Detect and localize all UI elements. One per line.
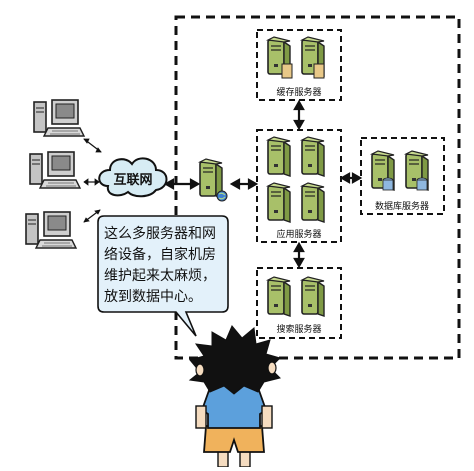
cache-server-icon: [267, 36, 325, 79]
cloud-icon: [98, 157, 168, 198]
app-servers-label: 应用服务器: [276, 228, 321, 240]
db-server-icon: [371, 150, 429, 191]
character-illustration: [188, 325, 281, 468]
app-server-icon: [267, 136, 325, 223]
connection-arrows: [83, 99, 363, 269]
bubble-line-1: 这么多服务器和网: [104, 225, 216, 242]
search-servers-label: 搜索服务器: [276, 323, 321, 335]
bubble-line-4: 放到数据中心。: [104, 289, 202, 305]
internet-label: 互联网: [113, 173, 152, 188]
bubble-line-3: 维护起来太麻烦，: [104, 268, 216, 284]
gateway-server-icon: [199, 158, 228, 202]
search-server-icon: [267, 276, 325, 317]
db-servers-label: 数据库服务器: [375, 200, 429, 212]
cache-servers-label: 缓存服务器: [276, 86, 321, 98]
db-server-group: [360, 137, 445, 215]
bubble-line-2: 络设备，自家机房: [104, 246, 216, 263]
pc-icon: [33, 99, 85, 137]
datacenter-boundary: [174, 15, 461, 360]
pc-icon: [25, 211, 77, 249]
speech-bubble: 这么多服务器和网 络设备，自家机房 维护起来太麻烦， 放到数据中心。: [97, 215, 229, 337]
pc-icon: [29, 151, 81, 189]
